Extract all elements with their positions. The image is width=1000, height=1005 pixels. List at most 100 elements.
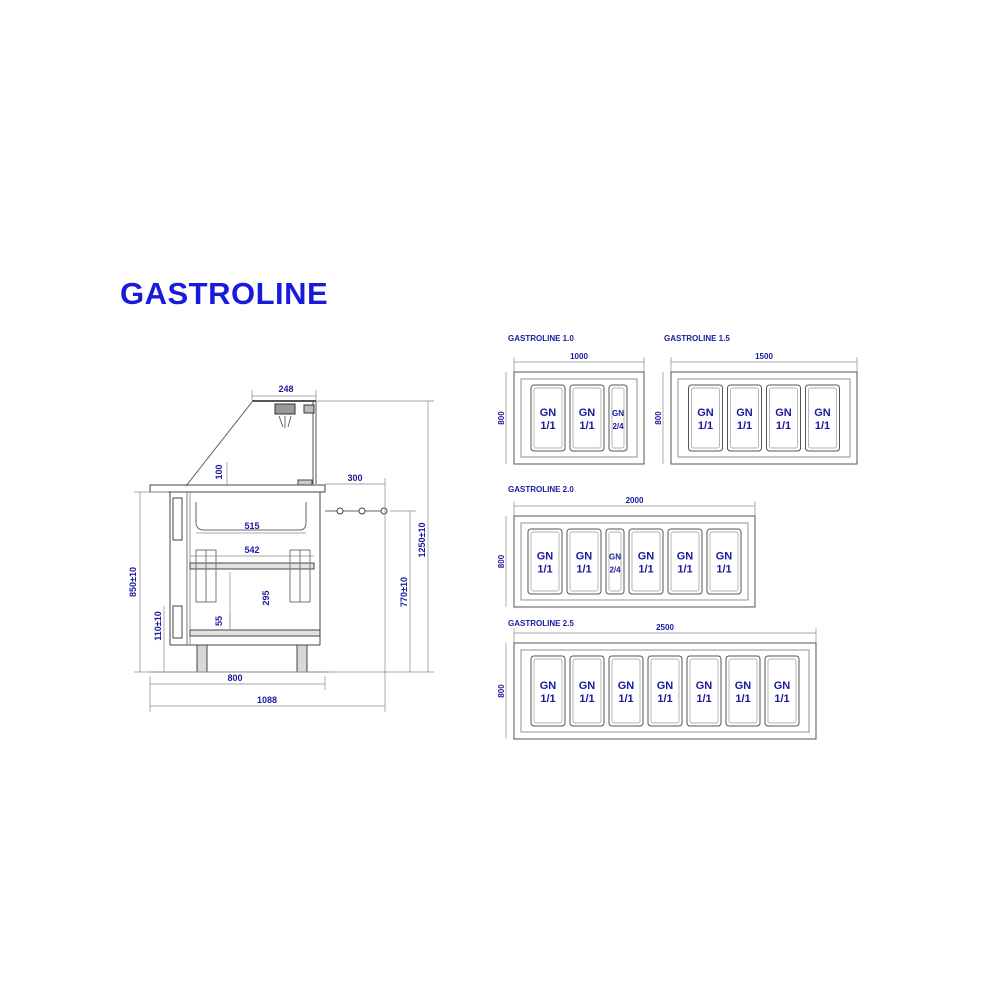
rail-knob <box>380 507 388 515</box>
gn-pan-size: 1/1 <box>698 420 713 432</box>
gn-pan: GN1/1 <box>766 384 801 452</box>
bottom-shelf <box>189 629 321 637</box>
gn-pan-size: 1/1 <box>696 693 711 705</box>
gn-pan-size: 2/4 <box>609 566 621 575</box>
gn-pan-type: GN <box>609 553 621 562</box>
bracket <box>195 549 207 603</box>
gn-pan-size: 1/1 <box>618 693 633 705</box>
gn-pan-type: GN <box>696 680 713 692</box>
module-label: GASTROLINE 1.0 <box>508 334 574 343</box>
tray <box>195 502 307 531</box>
front-panel-upper <box>172 497 183 541</box>
dim-mid-height: 770±10 <box>399 577 409 607</box>
gn-pan-rim <box>764 655 800 727</box>
module-width: 2500 <box>656 623 674 632</box>
bracket <box>205 549 217 603</box>
gn-pan-well <box>670 531 700 592</box>
bracket <box>299 549 311 603</box>
gn-pan-type: GN <box>579 680 596 692</box>
dim-top-width: 248 <box>278 384 293 394</box>
gn-pan-rim <box>688 384 723 452</box>
dim-shelf-gap: 295 <box>261 590 271 605</box>
gn-pan-size: 1/1 <box>716 564 731 576</box>
worktop-rail <box>297 479 313 486</box>
gn-pan-type: GN <box>677 551 694 563</box>
module-depth: 800 <box>497 411 506 425</box>
module-outer-frame <box>513 515 756 608</box>
module-label: GASTROLINE 2.0 <box>508 485 574 494</box>
gn-pan-well <box>572 658 602 724</box>
gn-pan-type: GN <box>579 407 596 419</box>
guard-slant <box>185 401 253 487</box>
gn-pan: GN1/1 <box>764 655 800 727</box>
dim-depth: 800 <box>227 673 242 683</box>
gn-pan: GN1/1 <box>725 655 761 727</box>
module-outer-frame <box>670 371 858 465</box>
gn-pan-size: 1/1 <box>735 693 750 705</box>
gn-pan-well <box>728 658 758 724</box>
gn-pan-type: GN <box>735 680 752 692</box>
gn-pan-rim <box>605 528 625 595</box>
gn-pan: GN1/1 <box>727 384 762 452</box>
gn-pan-size: 1/1 <box>774 693 789 705</box>
dim-base-gap: 55 <box>214 616 224 626</box>
gn-pan-size: 2/4 <box>612 422 624 431</box>
gn-pan-well <box>730 387 759 449</box>
gn-pan-type: GN <box>774 680 791 692</box>
module-width: 1500 <box>755 352 773 361</box>
gn-pan: GN1/1 <box>527 528 563 595</box>
gn-pan-rim <box>608 384 628 452</box>
gn-pan: GN2/4 <box>608 384 628 452</box>
side-view-dimension-lines <box>134 390 434 712</box>
gn-pan-size: 1/1 <box>737 420 752 432</box>
gn-pan-well <box>808 387 837 449</box>
gn-pan-size: 1/1 <box>576 564 591 576</box>
dim-low-height: 110±10 <box>153 611 163 640</box>
lamp-ray <box>278 415 284 428</box>
gn-pan-size: 1/1 <box>579 420 594 432</box>
side-view-dimensions: 248 100 300 515 542 295 55 800 1088 850±… <box>128 384 427 705</box>
dim-inner-mid: 542 <box>244 545 259 555</box>
rail-knob <box>336 507 344 515</box>
module-inner-frame <box>520 378 638 458</box>
module-label: GASTROLINE 2.5 <box>508 619 574 628</box>
gn-pan-type: GN <box>814 407 831 419</box>
lamp-housing <box>274 403 296 415</box>
gn-pan-type: GN <box>540 407 557 419</box>
gn-pan-type: GN <box>576 551 593 563</box>
page-title: GASTROLINE <box>120 276 329 311</box>
gn-pan: GN 2/4 <box>605 528 625 595</box>
gn-pan-well <box>533 387 563 449</box>
side-view-drawing <box>149 400 388 673</box>
gn-pan: GN1/1 <box>566 528 602 595</box>
gn-pan: GN1/1 <box>530 384 566 452</box>
gn-pan-rim <box>667 528 703 595</box>
gn-pan-type: GN <box>537 551 554 563</box>
gn-pan-well <box>631 531 661 592</box>
gn-pan: GN1/1 <box>688 384 723 452</box>
module-outer-frame <box>513 371 645 465</box>
rail-knob <box>358 507 366 515</box>
gn-pan: GN1/1 <box>569 384 605 452</box>
gn-pan-type: GN <box>618 680 635 692</box>
gn-pan-type: GN <box>716 551 733 563</box>
gn-pan-rim <box>725 655 761 727</box>
gn-pan-well <box>650 658 680 724</box>
gn-pan-well <box>572 387 602 449</box>
gn-pan-rim <box>530 655 566 727</box>
gn-pan-well <box>533 658 563 724</box>
gn-pan-size: 1/1 <box>638 564 653 576</box>
dim-inner-top: 515 <box>244 521 259 531</box>
gn-pan: GN1/1 <box>628 528 664 595</box>
gn-pan-size: 1/1 <box>657 693 672 705</box>
gn-pan: GN1/1 <box>569 655 605 727</box>
dim-overhang: 300 <box>347 473 362 483</box>
leg <box>296 644 308 673</box>
gn-pan-rim <box>566 528 602 595</box>
